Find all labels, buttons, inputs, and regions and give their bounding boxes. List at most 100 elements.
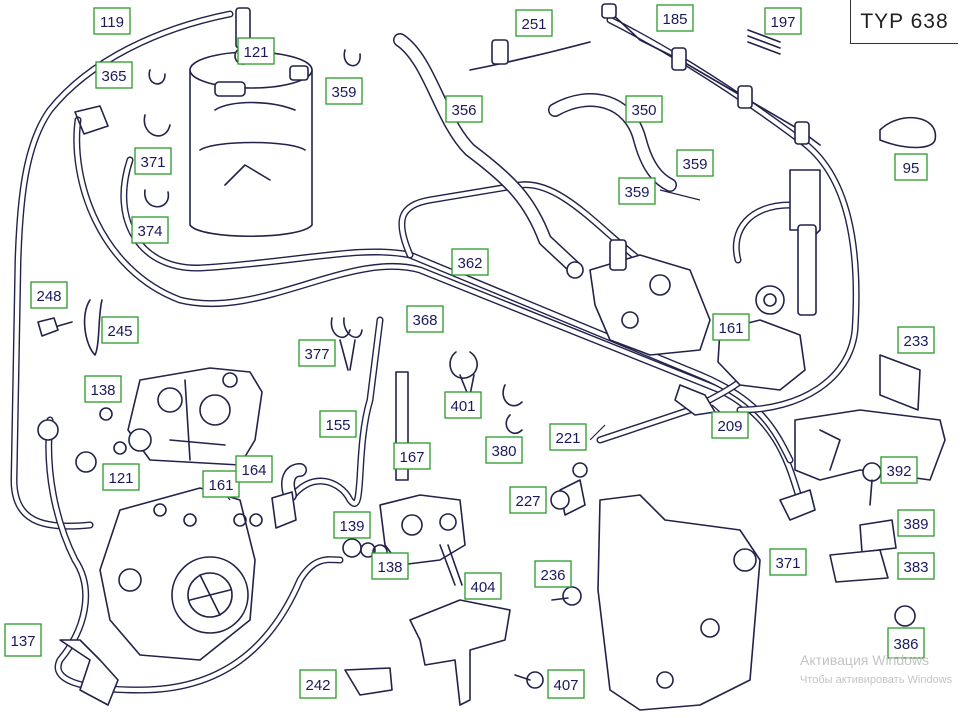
svg-text:221: 221 [555, 430, 580, 447]
svg-text:389: 389 [903, 516, 928, 533]
svg-text:251: 251 [521, 16, 546, 33]
svg-text:392: 392 [886, 463, 911, 480]
svg-text:119: 119 [100, 14, 124, 31]
svg-text:236: 236 [540, 567, 565, 584]
callout-404[interactable]: 404 [464, 572, 502, 600]
fuel-distributor [566, 239, 806, 416]
callout-245[interactable]: 245 [101, 316, 139, 344]
svg-text:386: 386 [893, 636, 918, 653]
callout-251[interactable]: 251 [515, 9, 553, 37]
callout-371-right[interactable]: 371 [769, 548, 807, 576]
svg-text:371: 371 [140, 154, 165, 171]
svg-text:227: 227 [515, 493, 540, 510]
svg-text:359: 359 [624, 184, 649, 201]
svg-text:197: 197 [770, 14, 795, 31]
svg-text:164: 164 [241, 462, 266, 479]
callout-380[interactable]: 380 [485, 436, 523, 464]
callout-350[interactable]: 350 [625, 95, 663, 123]
callout-401[interactable]: 401 [444, 391, 482, 419]
callout-221[interactable]: 221 [549, 423, 587, 451]
callout-167[interactable]: 167 [393, 442, 431, 470]
callout-164[interactable]: 164 [235, 455, 273, 483]
callout-95[interactable]: 95 [894, 153, 928, 181]
svg-text:242: 242 [305, 677, 330, 694]
callout-138-center[interactable]: 138 [371, 552, 409, 580]
svg-text:167: 167 [399, 449, 424, 466]
svg-text:121: 121 [108, 470, 133, 487]
activation-watermark: Активация Windows Чтобы активировать Win… [800, 650, 952, 690]
fuel-filter [74, 7, 361, 238]
svg-text:404: 404 [470, 579, 495, 596]
type-label: TYP 638 [850, 0, 958, 44]
callout-368[interactable]: 368 [406, 305, 444, 333]
svg-text:233: 233 [903, 333, 928, 350]
fuel-rail [469, 3, 937, 316]
callout-119[interactable]: 119 [93, 7, 131, 35]
callout-386[interactable]: 386 [887, 627, 925, 659]
svg-text:371: 371 [775, 555, 800, 572]
callout-407[interactable]: 407 [547, 669, 585, 699]
watermark-title: Активация Windows [800, 652, 930, 668]
callout-365[interactable]: 365 [95, 61, 133, 89]
svg-text:161: 161 [208, 477, 233, 494]
svg-text:139: 139 [339, 518, 364, 535]
svg-text:359: 359 [331, 84, 356, 101]
svg-text:374: 374 [137, 223, 162, 240]
callout-362[interactable]: 362 [451, 248, 489, 276]
callout-161-right[interactable]: 161 [712, 313, 750, 341]
svg-text:362: 362 [457, 255, 482, 272]
callout-121-left[interactable]: 121 [102, 463, 140, 491]
svg-text:356: 356 [451, 102, 476, 119]
callout-197[interactable]: 197 [764, 7, 802, 35]
callout-121-top[interactable]: 121 [237, 37, 275, 65]
svg-text:377: 377 [304, 346, 329, 363]
svg-text:185: 185 [662, 11, 687, 28]
svg-text:407: 407 [553, 677, 578, 694]
svg-text:138: 138 [377, 559, 402, 576]
svg-text:121: 121 [243, 44, 268, 61]
callout-248[interactable]: 248 [30, 281, 68, 309]
watermark-subtitle: Чтобы активировать Windows [800, 674, 953, 686]
callout-233[interactable]: 233 [897, 326, 935, 354]
callout-209[interactable]: 209 [711, 411, 749, 439]
rubber-hoses [281, 33, 677, 502]
svg-text:137: 137 [10, 633, 35, 650]
svg-text:380: 380 [491, 443, 516, 460]
svg-text:209: 209 [717, 418, 742, 435]
center-clips [330, 317, 588, 586]
svg-text:248: 248 [36, 288, 61, 305]
callout-383[interactable]: 383 [897, 552, 935, 580]
svg-text:161: 161 [718, 320, 743, 337]
callout-138-left[interactable]: 138 [84, 375, 122, 403]
svg-text:359: 359 [682, 156, 707, 173]
svg-text:245: 245 [107, 323, 132, 340]
callout-377[interactable]: 377 [298, 339, 336, 367]
svg-text:368: 368 [412, 312, 437, 329]
left-fittings [37, 299, 297, 529]
callout-359-center[interactable]: 359 [618, 177, 656, 205]
svg-text:365: 365 [101, 68, 126, 85]
callout-139[interactable]: 139 [333, 511, 371, 539]
callout-155[interactable]: 155 [319, 410, 357, 438]
svg-text:383: 383 [903, 559, 928, 576]
mounting-brackets [344, 354, 946, 711]
callout-227[interactable]: 227 [509, 486, 547, 514]
callout-137[interactable]: 137 [4, 623, 42, 657]
callout-359-top[interactable]: 359 [325, 77, 363, 105]
callout-236[interactable]: 236 [534, 560, 572, 588]
callout-161-left[interactable]: 161 [202, 470, 240, 498]
callout-392[interactable]: 392 [880, 456, 918, 484]
svg-text:350: 350 [631, 102, 656, 119]
injection-pump [59, 487, 256, 706]
callout-371-left[interactable]: 371 [134, 147, 172, 175]
callout-389[interactable]: 389 [897, 509, 935, 537]
callout-185[interactable]: 185 [656, 4, 694, 32]
svg-text:401: 401 [450, 398, 475, 415]
callout-356[interactable]: 356 [445, 95, 483, 123]
callout-242[interactable]: 242 [299, 669, 337, 699]
pump-housing-upper [127, 367, 263, 466]
callout-374[interactable]: 374 [131, 216, 169, 244]
svg-text:155: 155 [325, 417, 350, 434]
callout-359-right[interactable]: 359 [676, 149, 714, 177]
